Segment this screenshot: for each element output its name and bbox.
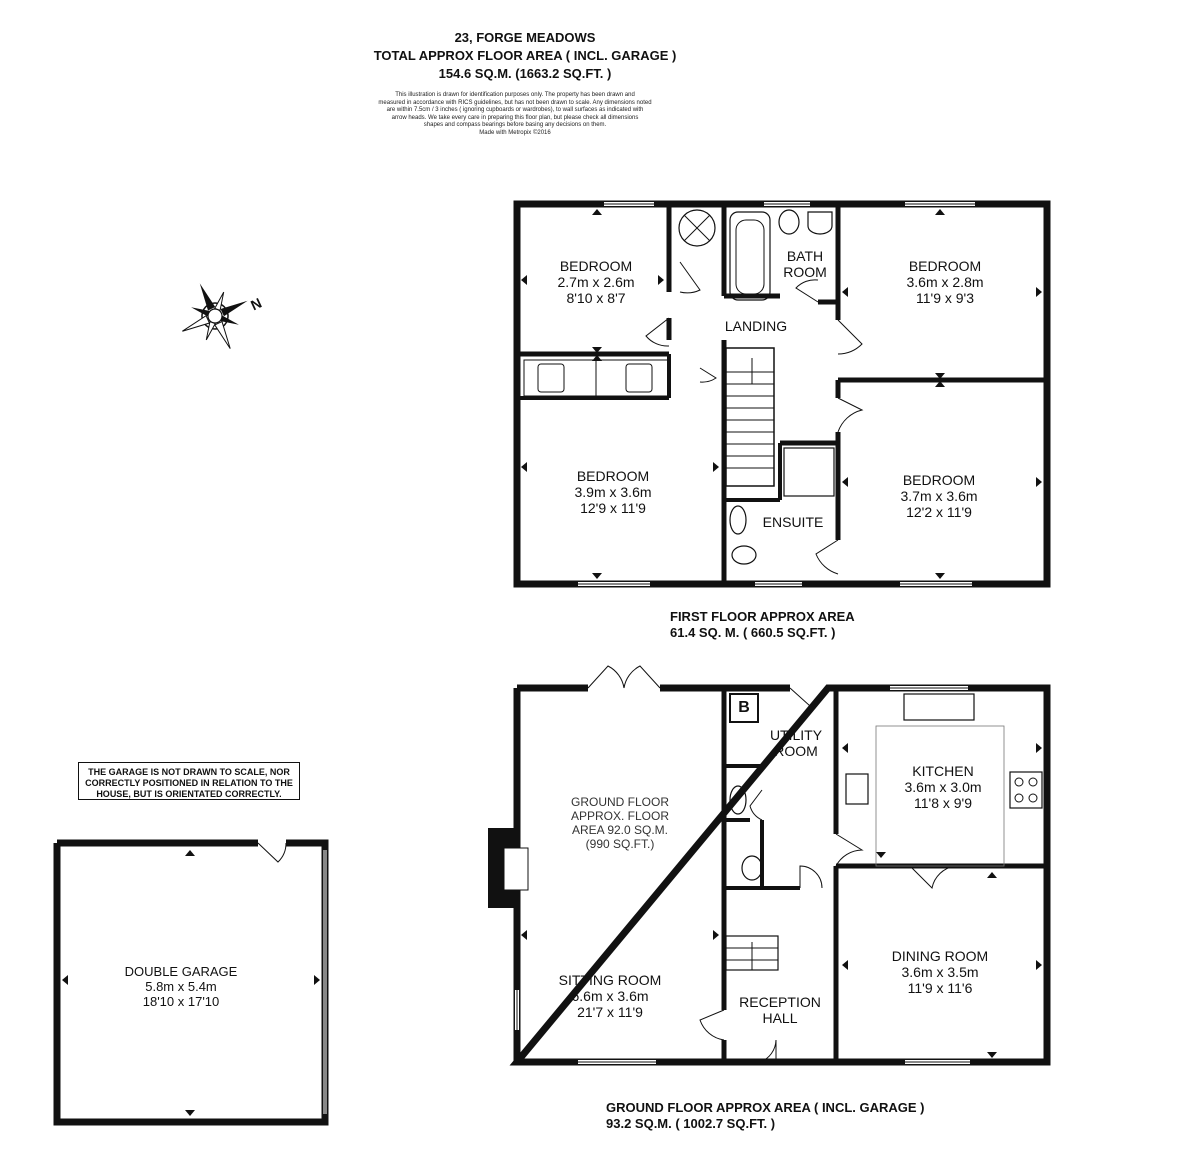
first-floor-area: FIRST FLOOR APPROX AREA 61.4 SQ. M. ( 66… [670,609,855,640]
ground-floor-plan [488,665,1051,1066]
ground-floor-area: GROUND FLOOR APPROX AREA ( INCL. GARAGE … [606,1100,925,1131]
room-label-bedroom-2: BEDROOM 3.6m x 2.8m 11'9 x 9'3 [906,258,984,306]
total-area-value: 154.6 SQ.M. (1663.2 SQ.FT. ) [438,66,612,81]
room-label-bedroom-1: BEDROOM 2.7m x 2.6m 8'10 x 8'7 [557,258,635,306]
address-title: 23, FORGE MEADOWS [454,30,596,45]
room-label-double-garage: DOUBLE GARAGE 5.8m x 5.4m 18'10 x 17'10 [124,964,238,1009]
dimension-markers [62,209,1042,1116]
room-label-bedroom-3: BEDROOM 3.9m x 3.6m 12'9 x 11'9 [574,468,652,516]
boiler-icon [729,693,759,723]
room-label-ensuite: ENSUITE [762,514,824,530]
room-label-reception-hall: RECEPTION HALL [739,994,821,1026]
room-label-dining-room: DINING ROOM 3.6m x 3.5m 11'9 x 11'6 [891,948,989,996]
total-area-title: TOTAL APPROX FLOOR AREA ( INCL. GARAGE ) [373,48,677,63]
room-label-landing: LANDING [724,318,788,334]
disclaimer: This illustration is drawn for identific… [378,92,652,136]
garage-scale-note: THE GARAGE IS NOT DRAWN TO SCALE, NOR CO… [78,762,300,800]
room-label-kitchen: KITCHEN 3.6m x 3.0m 11'8 x 9'9 [904,763,982,811]
compass-icon [182,283,248,349]
room-label-utility: UTILITY ROOM [769,727,823,759]
garage-plan [53,839,329,1126]
boiler-label: B [738,699,750,716]
room-label-bedroom-4: BEDROOM 3.7m x 3.6m 12'2 x 11'9 [900,472,978,520]
room-label-sitting-room: SITTING ROOM 6.6m x 3.6m 21'7 x 11'9 [558,972,662,1020]
first-floor-plan [513,200,1051,588]
room-label-bathroom: BATH ROOM [783,248,827,280]
ground-floor-note: GROUND FLOOR APPROX. FLOOR AREA 92.0 SQ.… [570,795,670,851]
